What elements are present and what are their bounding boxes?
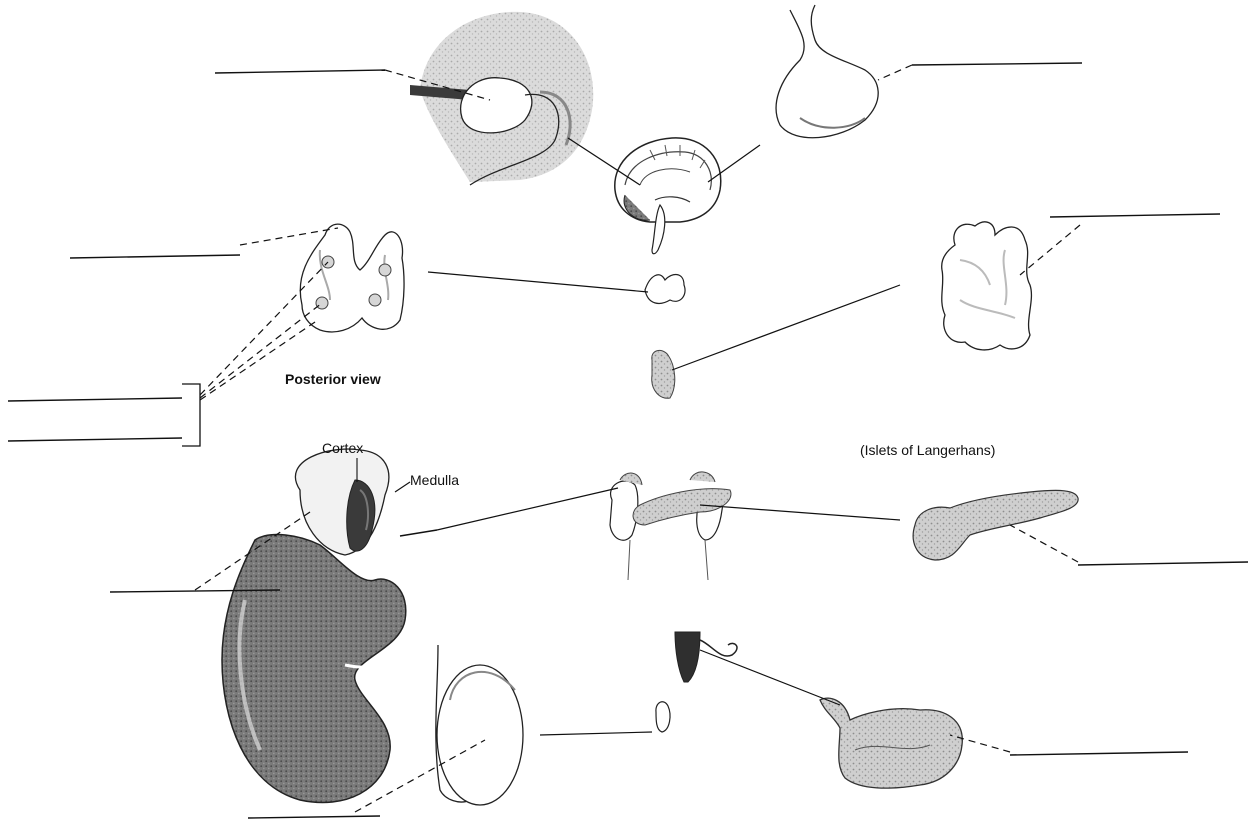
blank-parathyroid-1 — [8, 398, 182, 401]
pineal-closeup — [776, 5, 878, 138]
blank-parathyroid-top — [70, 255, 240, 258]
kidneys-center — [610, 472, 731, 580]
medulla-label: Medulla — [410, 472, 459, 488]
thymus-closeup — [942, 222, 1032, 350]
adrenal-kidney-closeup — [222, 449, 406, 802]
blank-pancreas — [1078, 562, 1248, 565]
blank-ovary — [1010, 752, 1188, 755]
testis-closeup — [436, 645, 523, 805]
ovary-closeup — [820, 698, 962, 788]
islets-label: (Islets of Langerhans) — [860, 442, 995, 458]
ovary-uterus-small — [675, 632, 737, 682]
thymus-small — [652, 350, 675, 398]
thyroid-posterior — [300, 224, 404, 332]
posterior-view-label: Posterior view — [285, 371, 381, 387]
blank-pituitary — [215, 70, 385, 73]
brain — [615, 138, 721, 254]
blank-thymus — [1050, 214, 1220, 217]
testis-small — [656, 702, 670, 732]
pancreas-closeup — [913, 490, 1078, 560]
thyroid-small — [645, 275, 685, 304]
blank-parathyroid-2 — [8, 438, 182, 441]
parathyroid-bracket — [182, 384, 200, 446]
pituitary-closeup — [410, 12, 593, 185]
blank-thyroid-center — [400, 530, 437, 536]
blank-pineal — [912, 63, 1082, 65]
blank-testis — [248, 816, 380, 818]
cortex-label: Cortex — [322, 440, 363, 456]
